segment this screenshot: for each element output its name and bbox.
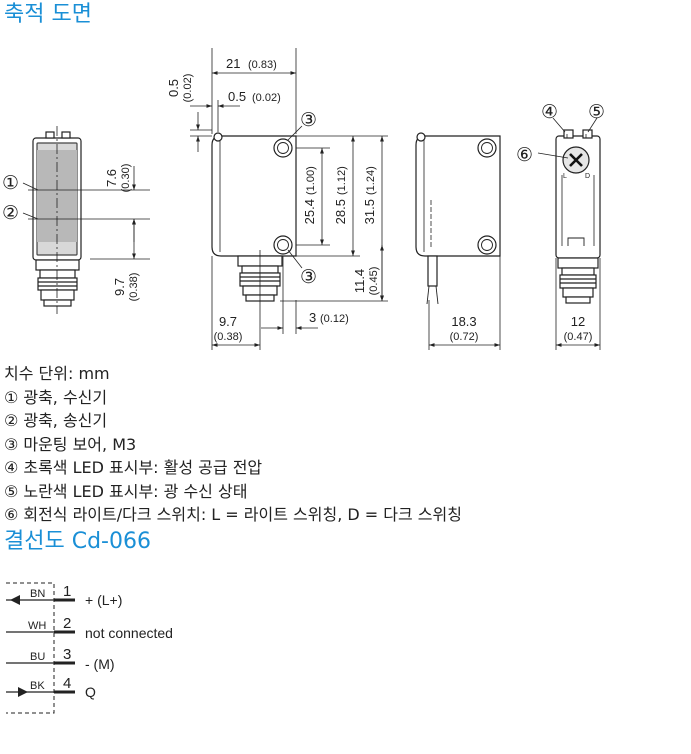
dim-axis-spacing-small: 7.6: [104, 169, 119, 187]
dim-depth-inch: (0.72): [450, 331, 479, 343]
dim-axis-to-bottom: 9.7: [112, 278, 127, 296]
legend-marker: ④: [4, 458, 19, 477]
dim-height-total: 31.5: [362, 199, 377, 224]
dim-axis-spacing-small-inch: (0.30): [120, 164, 132, 193]
dim-connector-offset-inch: (0.38): [214, 331, 243, 343]
legend-marker: ③: [4, 434, 19, 454]
marker-sender-axis: ②: [2, 203, 19, 224]
legend-text: 마운팅 보어, M3: [23, 434, 137, 454]
wire-color-wh: WH: [28, 620, 46, 632]
pin-signal-4: Q: [85, 684, 96, 700]
side-view: [537, 117, 601, 350]
pin-number-2: 2: [63, 615, 71, 632]
dim-height-body: 28.5: [333, 199, 348, 224]
marker-light-dark-switch: ⑥: [516, 145, 533, 166]
dim-connector-offset: 9.7: [219, 314, 237, 329]
pin-number-3: 3: [63, 646, 71, 663]
dim-top-offset-inch: (0.02): [252, 92, 281, 104]
dim-top-gap: 0.5: [166, 79, 181, 97]
legend-text: 광축, 송신기: [23, 411, 108, 430]
unit-note: 치수 단위: mm: [4, 364, 110, 383]
marker-mounting-bore-top: ③: [300, 110, 317, 131]
dim-width-total-inch: (0.83): [248, 59, 277, 71]
dim-hole-edge: 3: [309, 310, 316, 325]
marker-green-led: ④: [541, 102, 558, 123]
dim-top-offset: 0.5: [228, 89, 246, 104]
dim-hole-to-bottom-inch: (0.45): [368, 267, 380, 296]
wiring-diagram: [6, 582, 75, 714]
dim-side-width: 12: [571, 314, 585, 329]
legend-text: 회전식 라이트/다크 스위치: L = 라이트 스위칭, D = 다크 스위칭: [23, 505, 462, 524]
dim-width-total: 21: [226, 56, 240, 71]
marker-mounting-bore-bottom: ③: [300, 267, 317, 288]
legend-text: 초록색 LED 표시부: 활성 공급 전압: [23, 458, 263, 477]
legend-marker: ①: [4, 387, 19, 407]
wiring-diagram-title: 결선도 Cd-066: [4, 529, 151, 554]
dim-hole-spacing-inch: (1.00): [305, 166, 317, 195]
legend-text: 노란색 LED 표시부: 광 수신 상태: [23, 481, 248, 501]
dim-side-width-inch: (0.47): [564, 331, 593, 343]
rear-view: [415, 132, 501, 350]
wire-color-bu: BU: [30, 651, 45, 663]
dim-axis-to-bottom-inch: (0.38): [128, 273, 140, 302]
dim-hole-edge-inch: (0.12): [320, 313, 349, 325]
main-view: [190, 48, 388, 350]
wire-color-bn: BN: [30, 588, 45, 600]
dim-height-total-inch: (1.24): [365, 166, 377, 195]
dimension-drawing-title: 축적 도면: [4, 2, 92, 27]
marker-yellow-led: ⑤: [588, 102, 605, 123]
dim-height-body-inch: (1.12): [336, 166, 348, 195]
marker-receiver-axis: ①: [2, 173, 19, 194]
dim-hole-to-bottom: 11.4: [352, 269, 367, 293]
pin-number-1: 1: [63, 583, 71, 600]
legend-text: 광축, 수신기: [23, 387, 108, 407]
knob-label-dark: D: [585, 173, 590, 180]
dim-top-gap-inch: (0.02): [182, 74, 194, 103]
legend-marker: ②: [4, 411, 19, 430]
front-view: [28, 126, 150, 314]
pin-signal-3: - (M): [85, 656, 115, 672]
knob-label-light: L: [563, 173, 567, 180]
pin-signal-2: not connected: [85, 625, 173, 641]
legend-marker: ⑤: [4, 481, 19, 501]
legend-marker: ⑥: [4, 505, 19, 524]
wire-color-bk: BK: [30, 680, 45, 692]
pin-signal-1: + (L+): [85, 592, 122, 608]
dim-depth: 18.3: [451, 314, 476, 329]
dim-hole-spacing: 25.4: [302, 199, 317, 224]
pin-number-4: 4: [63, 675, 71, 692]
